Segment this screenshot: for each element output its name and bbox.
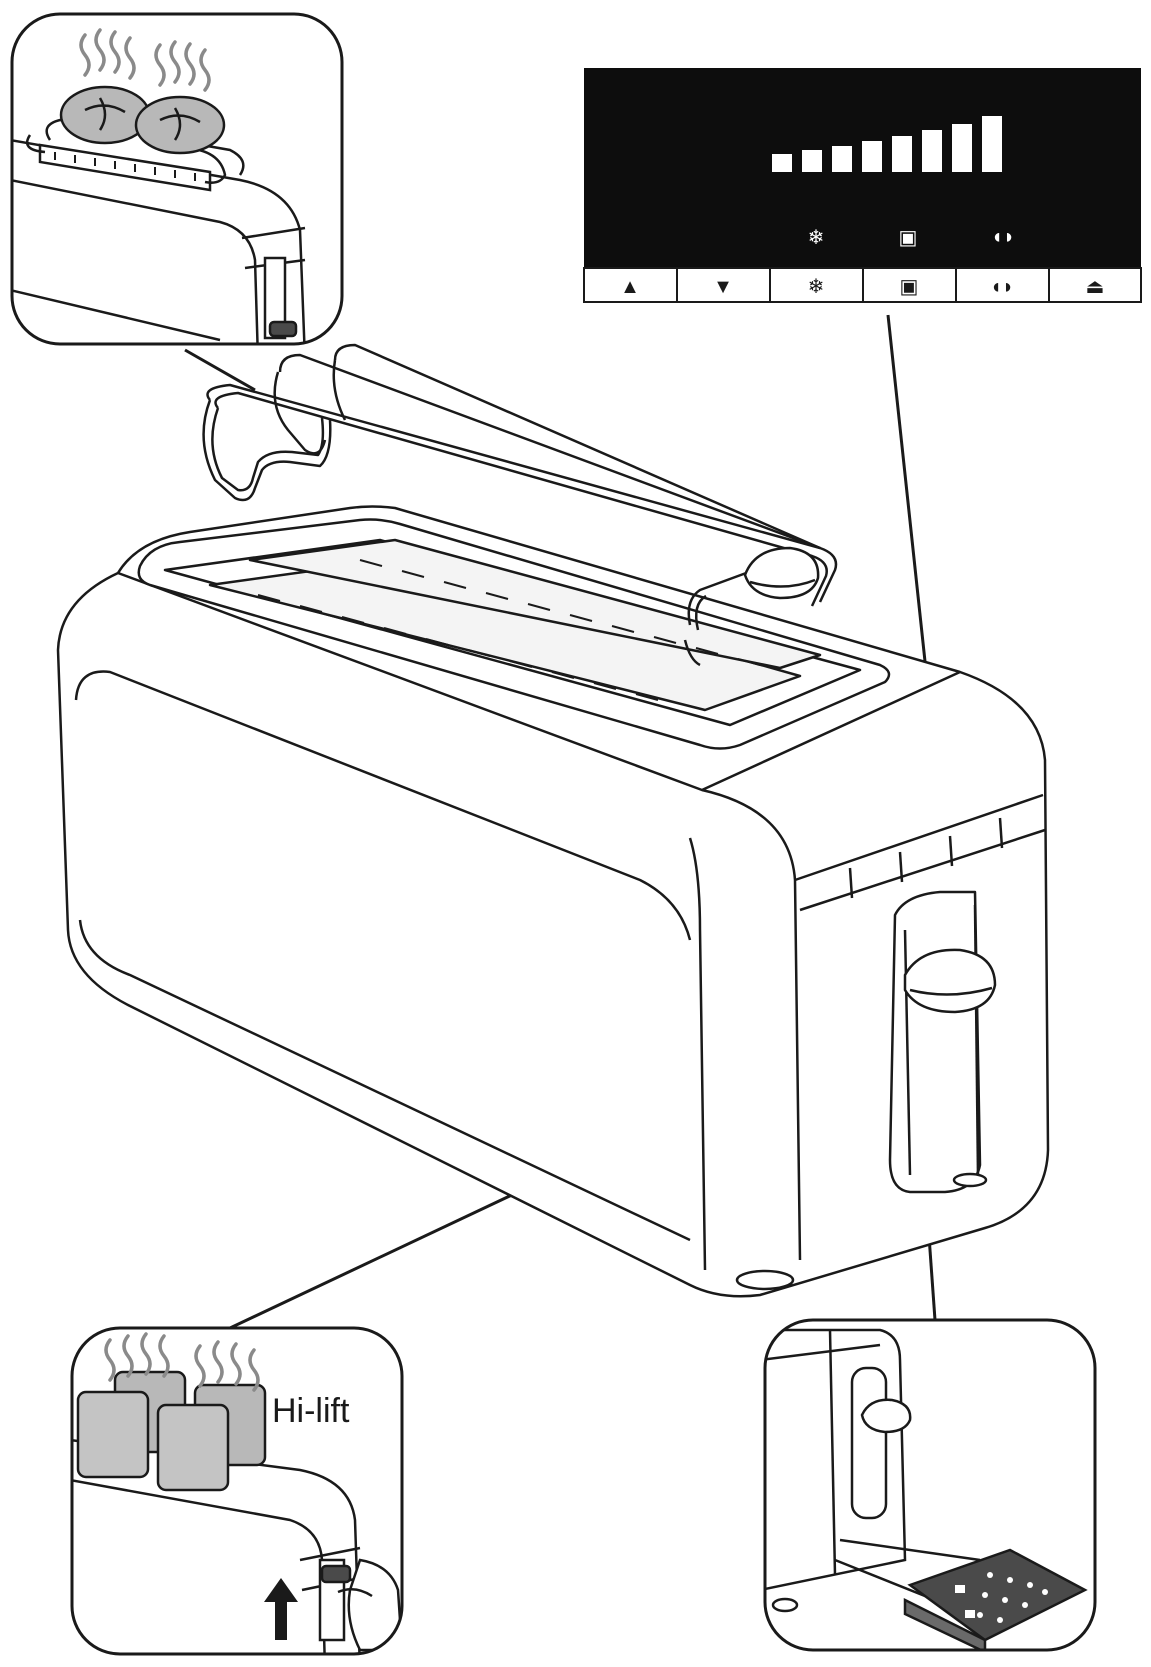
browning-bar: [922, 130, 942, 172]
snowflake-icon: ❄: [808, 227, 825, 249]
foot: [952, 1172, 988, 1188]
browning-bar: [982, 116, 1002, 172]
hand: [347, 1558, 402, 1652]
toaster: [56, 505, 1050, 1298]
lever-knob: [903, 948, 997, 1014]
browning-bar: [802, 150, 822, 172]
callout-crumb-tray: [763, 1318, 1097, 1652]
callout-hi-lift: Hi-lift: [70, 1326, 404, 1656]
lever-track: [888, 890, 982, 1194]
reheat-icon: ▣: [899, 227, 918, 249]
steam-lines: [79, 28, 211, 92]
rack-knob: [743, 546, 820, 600]
foot: [735, 1269, 795, 1291]
leader-rack: [184, 348, 256, 392]
browning-bar: [832, 146, 852, 172]
control-panel: ❄ ▣ ◖◗ ▲ ▼ ❄ ▣ ◖◗ ⏏: [583, 68, 1142, 303]
up-arrow-icon: [264, 1578, 298, 1640]
callout-warming-rack: [10, 12, 344, 346]
control-button-strip: [583, 267, 1142, 303]
crumb-tray: [907, 1548, 1088, 1642]
browning-bar: [772, 154, 792, 172]
steam-lines: [104, 1332, 260, 1392]
snowflake-icon[interactable]: ❄: [808, 276, 825, 298]
eject-icon[interactable]: ⏏: [1086, 276, 1105, 298]
bagel-icon[interactable]: ◖◗: [990, 276, 1014, 298]
browning-bar: [892, 136, 912, 172]
slot-ribs: [257, 559, 761, 701]
bagel-icon: ◖◗: [991, 226, 1015, 248]
hi-lift-label: Hi-lift: [272, 1392, 350, 1430]
toast-slice: [156, 1403, 230, 1492]
triangle-up-icon[interactable]: ▲: [620, 276, 640, 298]
reheat-icon[interactable]: ▣: [900, 276, 919, 298]
toast-slice: [76, 1390, 150, 1479]
browning-bar: [862, 141, 882, 172]
lever-knob: [268, 320, 298, 338]
lever-knob: [860, 1398, 912, 1434]
browning-bar: [952, 124, 972, 172]
triangle-down-icon[interactable]: ▼: [713, 276, 733, 298]
indicator-icons: ❄ ▣ ◖◗: [808, 226, 1015, 249]
warming-rack: [202, 343, 838, 667]
lever-knob: [320, 1564, 352, 1584]
browning-level-bars: [772, 116, 1002, 172]
